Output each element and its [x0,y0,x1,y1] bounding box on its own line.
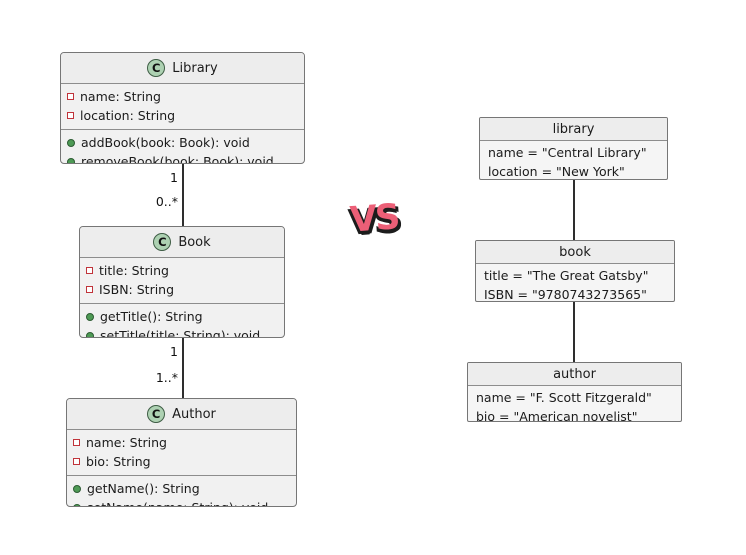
class-name-library: Library [172,60,218,76]
attribute-text: ISBN: String [99,282,175,297]
method-text: getTitle(): String [100,309,203,324]
multiplicity-author-end: 1..* [155,370,178,385]
field-visibility-icon [67,112,74,119]
attribute-text: bio: String [86,454,151,469]
attribute-row: name: String [73,433,288,452]
attribute-text: location: String [80,108,176,123]
class-methods-library: addBook(book: Book): void removeBook(boo… [61,129,304,164]
method-row: getName(): String [73,479,288,498]
class-name-author: Author [172,406,216,422]
method-row: setTitle(title: String): void [86,326,276,338]
slot-text: location = "New York" [488,164,625,179]
slot-text: name = "Central Library" [488,145,647,160]
method-row: setName(name: String): void [73,498,288,506]
method-visibility-icon [86,312,94,321]
method-text: addBook(book: Book): void [81,135,250,150]
class-methods-author: getName(): String setName(name: String):… [67,475,296,506]
slot-text: name = "F. Scott Fitzgerald" [476,390,652,405]
method-text: setTitle(title: String): void [100,328,261,338]
class-node-author: C Author name: String bio: String getNam… [66,398,297,507]
association-book-author [182,338,184,398]
attribute-text: title: String [99,263,169,278]
method-text: removeBook(book: Book): void [81,154,274,164]
method-visibility-icon [73,503,81,506]
class-header-library: C Library [61,53,304,83]
class-header-book: C Book [80,227,284,257]
link-library-book [573,180,575,240]
method-visibility-icon [86,331,94,337]
field-visibility-icon [67,93,74,100]
field-visibility-icon [86,286,93,293]
object-node-book: book title = "The Great Gatsby" ISBN = "… [475,240,675,302]
class-attributes-book: title: String ISBN: String [80,257,284,303]
method-row: removeBook(book: Book): void [67,152,296,164]
method-visibility-icon [73,484,81,493]
field-visibility-icon [73,458,80,465]
class-header-author: C Author [67,399,296,429]
attribute-row: bio: String [73,452,288,471]
method-text: getName(): String [87,481,200,496]
object-name-author: author [468,363,681,386]
link-book-author [573,302,575,362]
attribute-row: title: String [86,261,276,280]
association-library-book [182,164,184,226]
multiplicity-book-end2: 1 [170,344,178,359]
multiplicity-library-end: 1 [170,170,178,185]
object-node-author: author name = "F. Scott Fitzgerald" bio … [467,362,682,422]
class-stereotype-icon: C [153,233,172,251]
field-visibility-icon [73,439,80,446]
object-node-library: library name = "Central Library" locatio… [479,117,668,180]
slot-text: title = "The Great Gatsby" [484,268,649,283]
method-text: setName(name: String): void [87,498,268,506]
class-attributes-library: name: String location: String [61,83,304,129]
vs-label: VS [348,197,400,241]
attribute-text: name: String [80,89,161,104]
method-row: addBook(book: Book): void [67,133,296,152]
attribute-row: name: String [67,87,296,106]
class-attributes-author: name: String bio: String [67,429,296,475]
multiplicity-book-end: 0..* [155,194,178,209]
attribute-row: ISBN: String [86,280,276,299]
slot-text: bio = "American novelist" [476,409,638,422]
object-slots-library: name = "Central Library" location = "New… [480,141,667,179]
attribute-text: name: String [86,435,167,450]
slot-text: ISBN = "9780743273565" [484,287,647,302]
method-visibility-icon [67,157,75,163]
object-slots-book: title = "The Great Gatsby" ISBN = "97807… [476,264,674,302]
method-visibility-icon [67,138,75,147]
class-stereotype-icon: C [147,59,166,77]
method-row: getTitle(): String [86,307,276,326]
object-name-book: book [476,241,674,264]
class-stereotype-icon: C [147,405,166,423]
class-node-book: C Book title: String ISBN: String getTit… [79,226,285,338]
object-name-library: library [480,118,667,141]
class-node-library: C Library name: String location: String … [60,52,305,164]
class-methods-book: getTitle(): String setTitle(title: Strin… [80,303,284,338]
object-slots-author: name = "F. Scott Fitzgerald" bio = "Amer… [468,386,681,422]
field-visibility-icon [86,267,93,274]
attribute-row: location: String [67,106,296,125]
class-name-book: Book [178,234,211,250]
